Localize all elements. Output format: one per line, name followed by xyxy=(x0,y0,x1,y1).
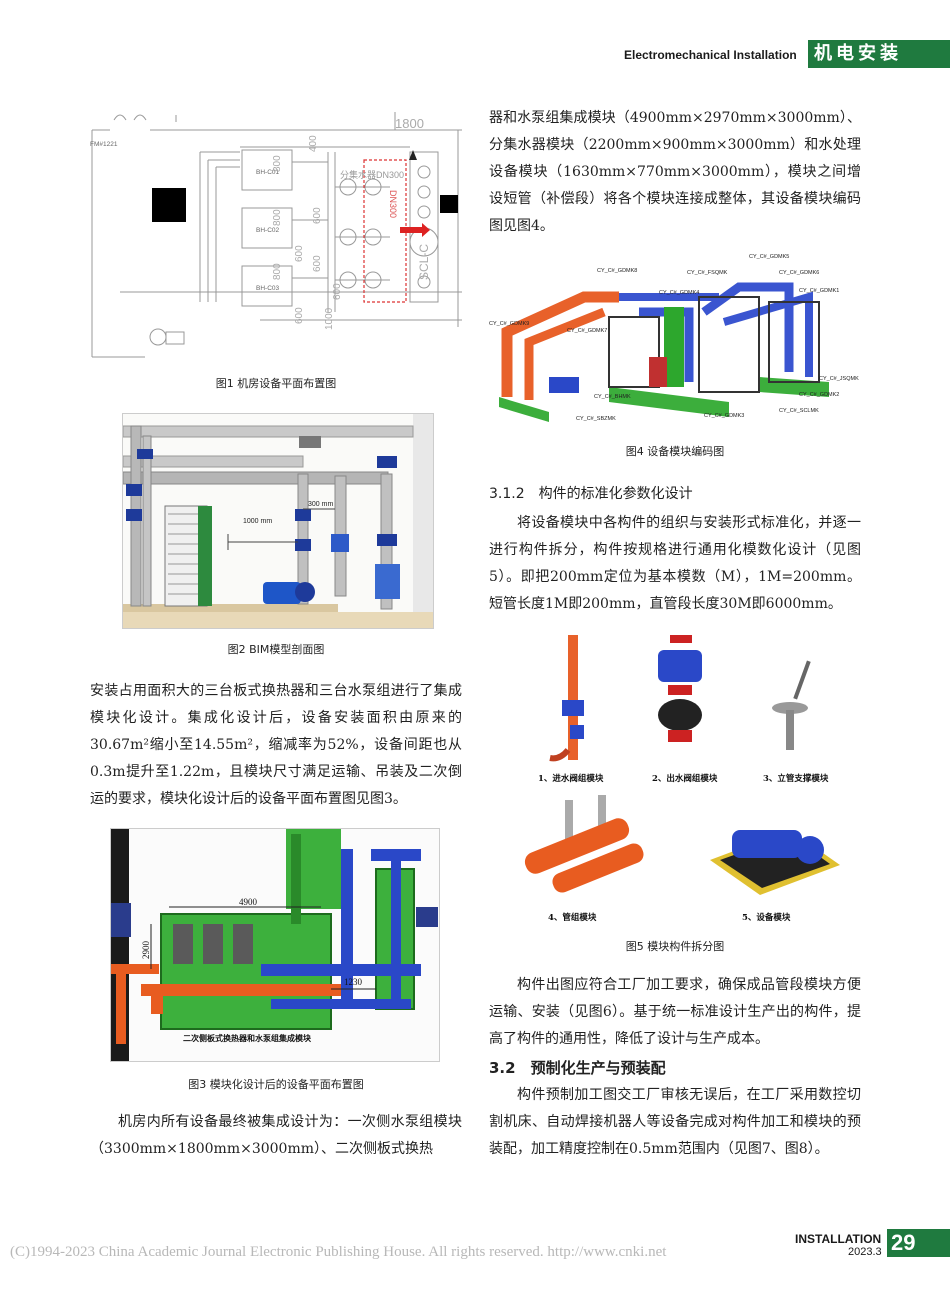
dim-label: 600 xyxy=(332,283,343,300)
code-label: CY_C#_SBZMK xyxy=(576,416,616,422)
dim-label: 800 xyxy=(272,155,283,172)
right-paragraph-2: 构件出图应符合工厂加工要求，确保成品管段模块方便运输、安装（见图6）。基于统一标… xyxy=(489,977,861,1047)
dim-label: 600 xyxy=(294,245,305,262)
code-label: CY_C#_SCLMK xyxy=(779,408,819,414)
component-label-5: 5、设备模块 xyxy=(742,912,791,923)
copyright-notice: (C)1994-2023 China Academic Journal Elec… xyxy=(10,1244,667,1260)
figure-1: FM#1221 BH-C01 BH-C02 BH-C03 1800 400 80… xyxy=(90,112,462,362)
code-label: CY_C#_GDMK4 xyxy=(659,290,699,296)
code-label: CY_C#_GDMK8 xyxy=(597,268,637,274)
manifold-label: 分集水器DN300 xyxy=(340,169,404,180)
page-number: 29 xyxy=(887,1229,950,1257)
right-paragraph-3: 构件预制加工图交工厂审核无误后，在工厂采用数控切割机床、自动焊接机器人等设备完成… xyxy=(489,1087,861,1157)
section-3-1-2-heading: 3.1.2 构件的标准化参数化设计 xyxy=(489,486,693,502)
figure-2-caption: 图2 BIM模型剖面图 xyxy=(227,643,325,656)
room-label: FM#1221 xyxy=(90,141,118,148)
code-label: CY_C#_BHMK xyxy=(594,394,631,400)
code-label: CY_C#_GDMK9 xyxy=(489,321,529,327)
dim-label: 600 xyxy=(294,307,305,324)
dimension-4900: 4900 xyxy=(239,897,258,907)
code-label: CY_C#_FSQMK xyxy=(687,270,728,276)
dimension-2900: 2900 xyxy=(141,941,151,960)
floor-plan-drawing: FM#1221 BH-C01 BH-C02 BH-C03 1800 400 80… xyxy=(90,112,462,358)
code-label: CY_C#_GDMK5 xyxy=(749,254,789,260)
figure-4: CY_C#_GDMK5 CY_C#_GDMK8 CY_C#_FSQMK CY_C… xyxy=(489,252,861,427)
footer-issue: 2023.3 xyxy=(848,1246,882,1258)
component-label-4: 4、管组模块 xyxy=(548,912,597,923)
dimension-1230: 1230 xyxy=(344,977,363,987)
figure-1-caption: 图1 机房设备平面布置图 xyxy=(215,377,337,390)
equip-label-scl: SCL-C xyxy=(417,244,431,280)
code-label: CY_C#_JSQMK xyxy=(819,376,859,382)
left-paragraph-1: 安装占用面积大的三台板式换热器和三台水泵组进行了集成模块化设计。集成化设计后，设… xyxy=(90,683,462,807)
footer-journal: INSTALLATION xyxy=(795,1232,882,1246)
journal-title-cn: 机电安装 xyxy=(808,40,950,68)
pipe-label: DN300 xyxy=(388,190,398,218)
component-label-3: 3、立管支撑模块 xyxy=(763,773,829,784)
section-3-2-heading: 3.2 预制化生产与预装配 xyxy=(489,1059,666,1077)
right-paragraph-0: 器和水泵组集成模块（4900mm×2970mm×3000mm）、分集水器模块（2… xyxy=(489,110,861,234)
module-plan-drawing: 4900 2900 1230 二次侧板式换热器和水泵组集成模块 xyxy=(111,829,438,1061)
journal-title-en: Electromechanical Installation xyxy=(624,48,797,62)
figure-3-caption: 图3 模块化设计后的设备平面布置图 xyxy=(188,1078,364,1091)
code-label: CY_C#_GDMK6 xyxy=(779,270,819,276)
component-label-1: 1、进水阀组模块 xyxy=(538,773,604,784)
left-paragraph-2: 机房内所有设备最终被集成设计为：一次侧水泵组模块（3300mm×1800mm×3… xyxy=(90,1114,462,1157)
dimension-1000: 1000 mm xyxy=(243,518,272,525)
figure-5-caption: 图5 模块构件拆分图 xyxy=(625,940,725,953)
figure-5: 1、进水阀组模块 2、出水阀组模块 3、立管支撑模块 4、管组模块 5、设备模块 xyxy=(510,630,850,926)
dim-label: 600 xyxy=(312,255,323,272)
equip-label-3: BH-C03 xyxy=(256,285,280,292)
dim-label: 800 xyxy=(272,263,283,280)
right-paragraph-1: 将设备模块中各构件的组织与安装形式标准化，并逐一进行构件拆分，构件按规格进行通用… xyxy=(489,515,861,612)
code-label: CY_C#_GDMK2 xyxy=(799,392,839,398)
dim-label: 1000 xyxy=(324,307,335,330)
code-label: CY_C#_GDMK1 xyxy=(799,288,839,294)
equip-label-1: BH-C01 xyxy=(256,169,280,176)
figure-2: 1000 mm 300 mm xyxy=(122,413,434,629)
code-label: CY_C#_GDMK3 xyxy=(704,413,744,419)
component-split-drawing: 1、进水阀组模块 2、出水阀组模块 3、立管支撑模块 4、管组模块 5、设备模块 xyxy=(524,635,840,923)
bim-section-drawing: 1000 mm 300 mm xyxy=(123,414,433,628)
equip-label-2: BH-C02 xyxy=(256,227,280,234)
dim-label: 1800 xyxy=(395,116,424,131)
module-coding-drawing: CY_C#_GDMK5 CY_C#_GDMK8 CY_C#_FSQMK CY_C… xyxy=(489,254,859,422)
dim-label: 600 xyxy=(312,207,323,224)
figure-3: 4900 2900 1230 二次侧板式换热器和水泵组集成模块 xyxy=(110,828,440,1062)
dimension-300: 300 mm xyxy=(308,501,333,508)
figure-4-caption: 图4 设备模块编码图 xyxy=(625,445,725,458)
module-label: 二次侧板式换热器和水泵组集成模块 xyxy=(183,1033,312,1043)
dim-label: 400 xyxy=(308,135,319,152)
dim-label: 800 xyxy=(272,209,283,226)
component-label-2: 2、出水阀组模块 xyxy=(652,773,718,784)
code-label: CY_C#_GDMK7 xyxy=(567,328,607,334)
